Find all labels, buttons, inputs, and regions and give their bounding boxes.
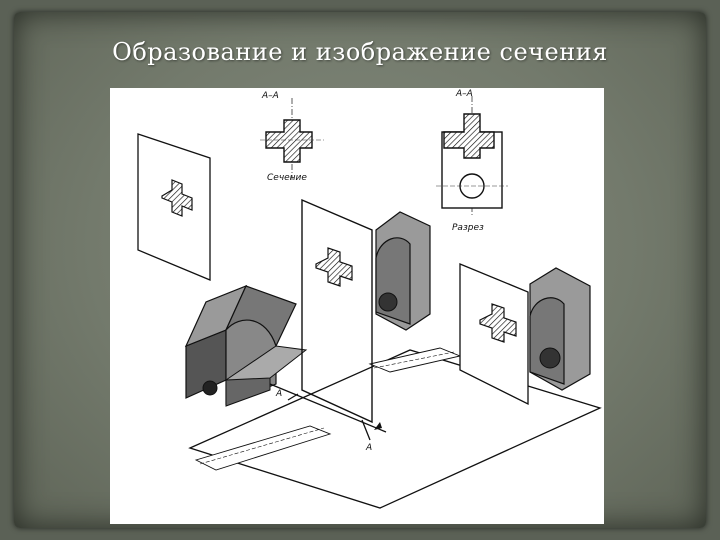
projection-plane-right xyxy=(459,263,591,406)
section-cross-shape xyxy=(265,119,313,163)
plane-mark-right: А xyxy=(365,443,372,453)
object-whole xyxy=(184,284,308,407)
cutting-plane-center: А А xyxy=(269,198,387,453)
section-view: А–А Сечение xyxy=(260,91,324,183)
cut-caption: Разрез xyxy=(452,223,484,233)
section-header-label: А–А xyxy=(261,91,279,101)
plane-mark-left: А xyxy=(275,389,282,399)
cut-view: А–А Разрез xyxy=(436,89,508,233)
cut-header-label: А–А xyxy=(455,89,473,99)
slide-title: Образование и изображение сечения xyxy=(112,38,608,66)
section-illustration: А–А Сечение А–А Разрез xyxy=(110,88,604,524)
section-drawing: А–А Сечение А–А Разрез xyxy=(137,89,602,509)
projection-plane-left xyxy=(137,133,211,281)
cut-cross-shape xyxy=(443,113,495,159)
object-cut xyxy=(315,211,431,331)
section-caption: Сечение xyxy=(267,173,307,183)
